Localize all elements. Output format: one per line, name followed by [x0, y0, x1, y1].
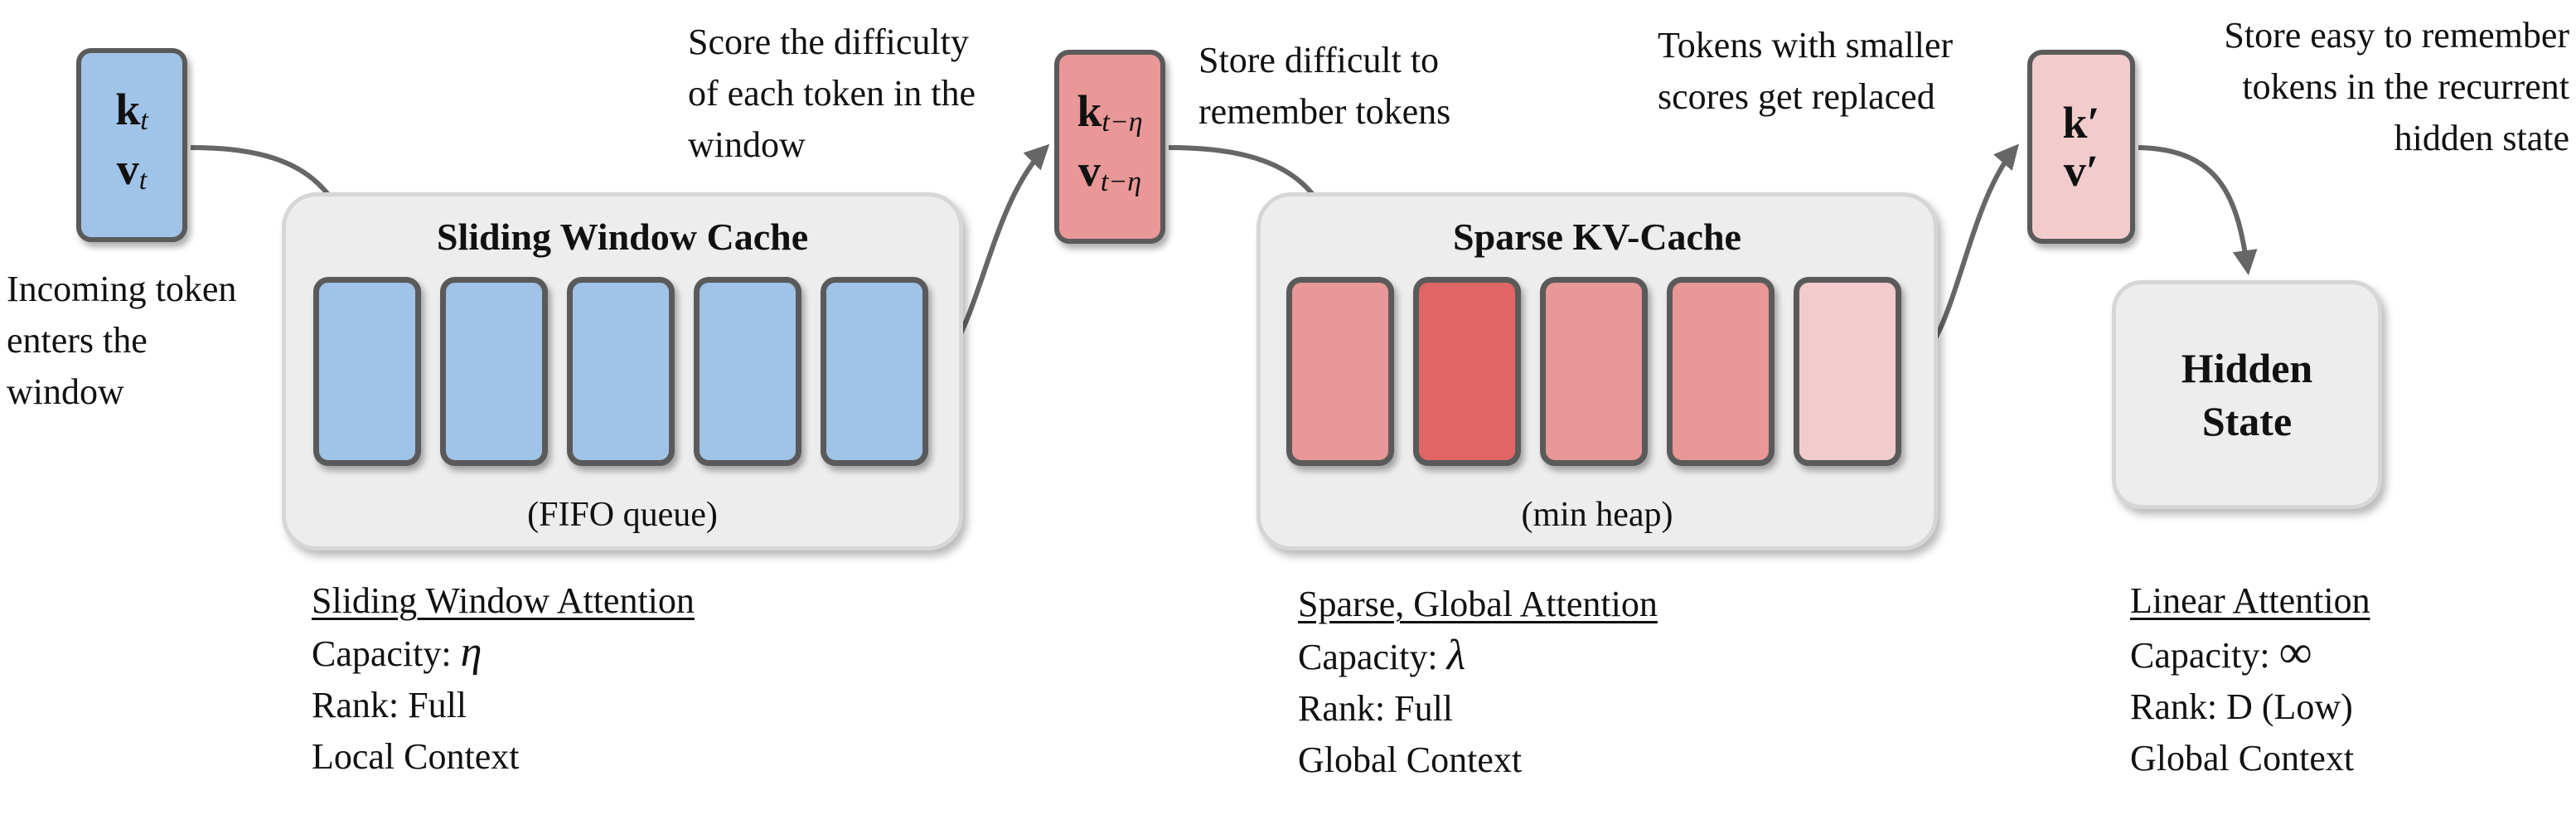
incoming-token: kt vt [76, 48, 187, 242]
sparse-slot-5 [1794, 277, 1901, 466]
window-slot-5 [821, 277, 928, 466]
score-caption: Score the difficulty of each token in th… [688, 22, 976, 165]
sparse-cache-subtitle: (min heap) [1521, 496, 1673, 534]
section-rank: Rank: Full [1298, 688, 1454, 729]
hidden-state-line1: Hidden [2181, 345, 2313, 391]
sliding-window-subtitle: (FIFO queue) [527, 496, 718, 534]
section-capacity: Capacity: λ [1298, 632, 1466, 679]
section-context: Local Context [312, 736, 520, 777]
section-context: Global Context [1298, 740, 1523, 780]
evicted-token-k: kt−η [1077, 86, 1143, 138]
arrow-replaced-to-hidden [2138, 145, 2258, 275]
section-context: Global Context [2130, 738, 2355, 778]
replaced-token-v: v′ [2063, 146, 2099, 196]
section-heading: Linear Attention [2130, 580, 2370, 621]
window-slot-1 [313, 277, 421, 466]
sparse-slot-4 [1667, 277, 1775, 466]
section-heading: Sliding Window Attention [312, 580, 695, 621]
store-difficult-caption: Store difficult to remember tokens [1198, 40, 1451, 132]
hidden-state-line2: State [2201, 398, 2293, 444]
incoming-token-k: kt [115, 85, 148, 136]
window-slot-4 [694, 277, 801, 466]
sliding-window-title: Sliding Window Cache [436, 216, 809, 258]
incoming-caption: Incoming token enters the window [7, 269, 237, 412]
replaced-token: k′ v′ [2027, 50, 2135, 244]
section-sparse-global: Sparse, Global Attention Capacity: λ Ran… [1298, 579, 1658, 786]
sparse-slot-2 [1413, 277, 1521, 466]
section-sliding-window: Sliding Window Attention Capacity: η Ran… [312, 575, 695, 783]
section-rank: Rank: D (Low) [2130, 686, 2353, 727]
evicted-token-v: vt−η [1077, 146, 1142, 197]
section-rank: Rank: Full [312, 685, 467, 725]
replaced-token-k: k′ [2062, 98, 2100, 148]
window-slot-3 [567, 277, 675, 466]
evicted-token: kt−η vt−η [1054, 50, 1165, 244]
sparse-slot-3 [1540, 277, 1648, 466]
hidden-state: Hidden State [2112, 280, 2382, 509]
store-easy-caption: Store easy to remember tokens in the rec… [2224, 15, 2569, 158]
section-capacity: Capacity: η [312, 628, 482, 676]
incoming-token-v: vt [116, 144, 148, 196]
section-linear: Linear Attention Capacity: ∞ Rank: D (Lo… [2130, 575, 2370, 784]
window-slot-2 [440, 277, 548, 466]
section-capacity: Capacity: ∞ [2130, 627, 2312, 678]
sparse-cache-title: Sparse KV-Cache [1453, 216, 1741, 258]
section-heading: Sparse, Global Attention [1298, 584, 1658, 624]
replaced-caption: Tokens with smaller scores get replaced [1658, 25, 1954, 117]
sparse-slot-1 [1286, 277, 1394, 466]
